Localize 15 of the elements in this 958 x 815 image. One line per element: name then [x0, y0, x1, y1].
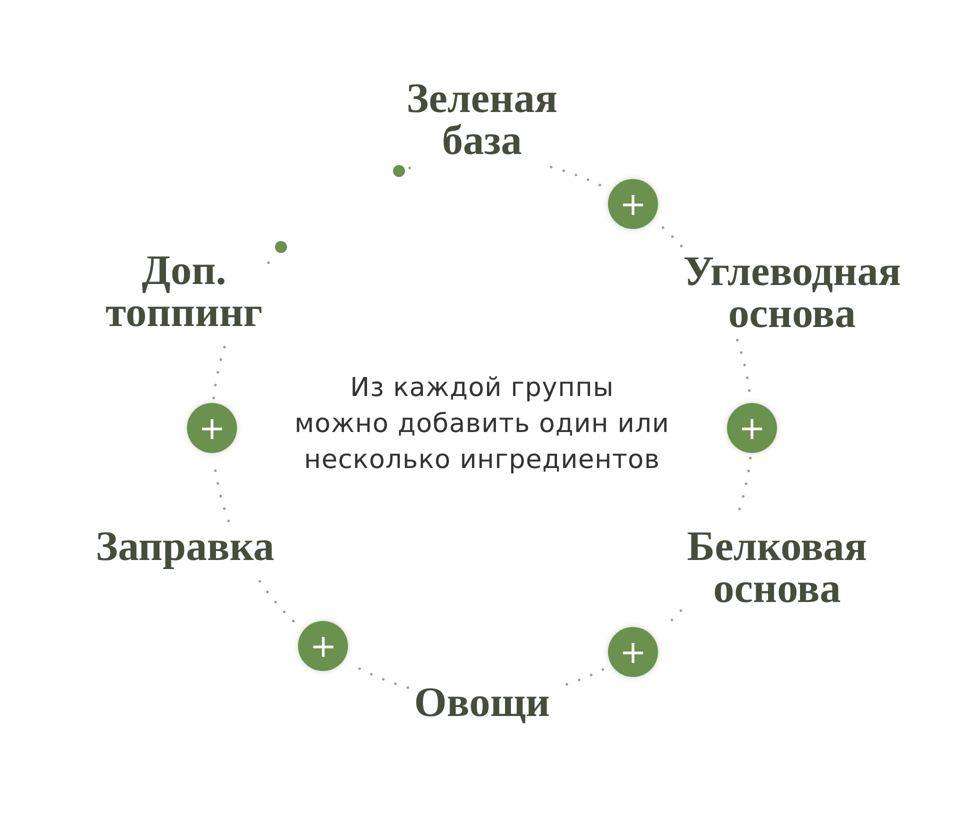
group-title: Углеводная основа	[682, 251, 902, 335]
plus-marker: +	[727, 403, 777, 453]
group-title: Овощи	[413, 682, 551, 724]
group-title: Белковая основа	[686, 526, 868, 610]
plus-marker: +	[608, 626, 658, 677]
dotted-connector	[662, 226, 683, 248]
dot-icon	[275, 241, 288, 254]
description-text: Из каждой группы можно добавить один или несколько ингредиентов	[294, 372, 670, 477]
group-title: Доп. топпинг	[104, 250, 264, 334]
group-title: Зеленая база	[406, 78, 558, 162]
dot-icon	[392, 165, 405, 178]
plus-marker: +	[187, 403, 237, 453]
group-title: Заправка	[94, 526, 276, 568]
plus-marker: +	[298, 621, 348, 672]
plus-marker: +	[608, 179, 658, 230]
